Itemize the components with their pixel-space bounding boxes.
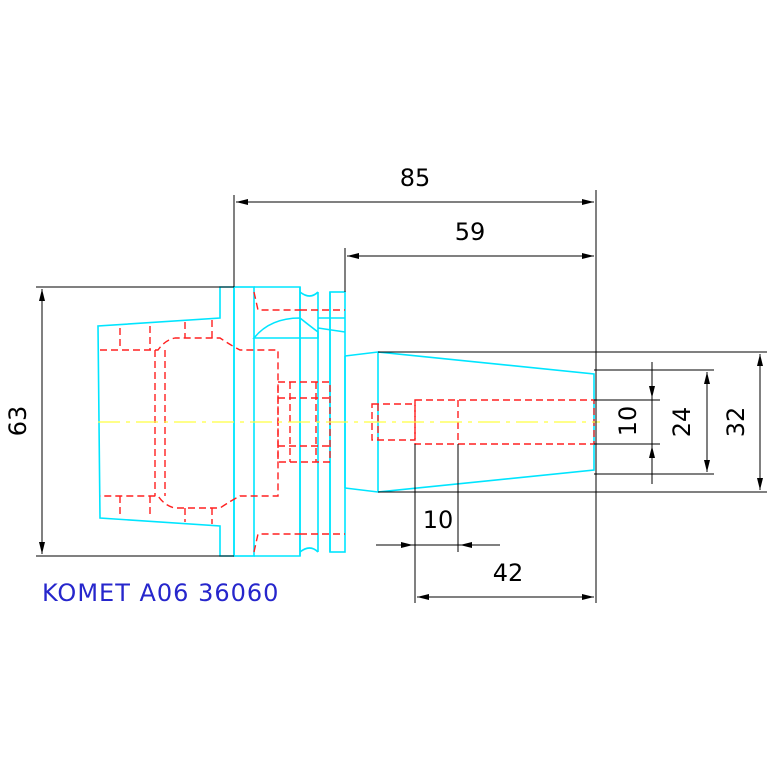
dim-10-height-label: 10: [614, 406, 642, 437]
dim-63-label: 63: [4, 406, 32, 437]
dim-24-label: 24: [668, 407, 696, 438]
dim-42-label: 42: [493, 559, 524, 587]
dim-32-label: 32: [722, 407, 750, 438]
dim-85-label: 85: [400, 164, 431, 192]
dim-59-label: 59: [455, 218, 486, 246]
hidden-lines: [100, 291, 595, 553]
dimension-lines: [36, 190, 767, 603]
dim-10-width-label: 10: [423, 506, 454, 534]
part-caption: KOMET A06 36060: [42, 579, 279, 607]
